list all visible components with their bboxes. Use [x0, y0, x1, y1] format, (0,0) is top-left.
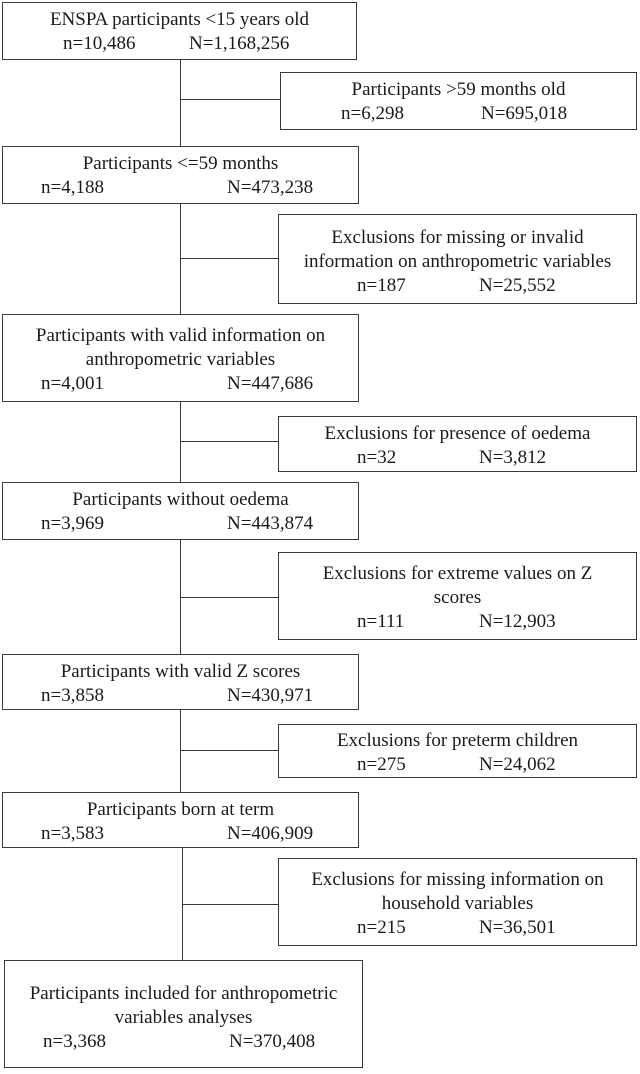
- count-N: N=370,408: [229, 1031, 316, 1052]
- box-title: information on anthropometric variables: [303, 251, 612, 272]
- box-title: Exclusions for missing or invalid: [331, 227, 584, 248]
- box-valid-z-scores: Participants with valid Z scores n=3,858…: [2, 654, 359, 710]
- count-N: N=430,971: [227, 685, 314, 706]
- connector-spine: [180, 204, 181, 314]
- count-n: n=3,858: [41, 685, 104, 706]
- count-N: N=447,686: [227, 373, 314, 394]
- box-title: Participants with valid Z scores: [60, 661, 301, 682]
- box-exclusion-preterm: Exclusions for preterm children n=275 N=…: [278, 724, 637, 778]
- box-exclusion-invalid-anthropometric: Exclusions for missing or invalid inform…: [278, 214, 637, 304]
- box-title: Participants <=59 months: [82, 153, 279, 174]
- connector-branch: [180, 750, 278, 751]
- count-N: N=12,903: [479, 611, 556, 632]
- count-N: N=25,552: [479, 275, 556, 296]
- count-N: N=695,018: [481, 103, 568, 124]
- box-title: Exclusions for missing information on: [311, 869, 604, 890]
- connector-branch: [180, 597, 278, 598]
- box-title: household variables: [381, 893, 534, 914]
- count-N: N=443,874: [227, 513, 314, 534]
- box-enspa-participants: ENSPA participants <15 years old n=10,48…: [2, 2, 357, 60]
- box-without-oedema: Participants without oedema n=3,969 N=44…: [2, 482, 359, 540]
- box-title: Participants with valid information on: [35, 325, 326, 346]
- box-title: ENSPA participants <15 years old: [49, 9, 310, 30]
- box-title: anthropometric variables: [85, 349, 276, 370]
- connector-branch: [182, 904, 278, 905]
- box-included-analyses: Participants included for anthropometric…: [4, 960, 363, 1068]
- box-exclusion-extreme-z: Exclusions for extreme values on Z score…: [278, 552, 637, 640]
- count-n: n=275: [357, 754, 406, 775]
- count-N: N=3,812: [479, 447, 547, 468]
- box-title: Participants born at term: [86, 799, 275, 820]
- box-title: Exclusions for extreme values on Z: [322, 563, 593, 584]
- box-exclusion-household: Exclusions for missing information on ho…: [278, 858, 637, 946]
- count-N: N=406,909: [227, 823, 314, 844]
- count-n: n=3,368: [43, 1031, 106, 1052]
- connector-branch: [180, 99, 280, 100]
- connector-branch: [180, 441, 278, 442]
- box-title: variables analyses: [114, 1007, 253, 1028]
- count-n: n=3,583: [41, 823, 104, 844]
- box-title: Participants without oedema: [72, 489, 289, 510]
- count-N: N=1,168,256: [189, 33, 290, 54]
- count-n: n=32: [357, 447, 397, 468]
- box-title: scores: [433, 587, 482, 608]
- box-title: Exclusions for presence of oedema: [324, 423, 591, 444]
- box-title: Participants >59 months old: [351, 79, 566, 100]
- box-born-at-term: Participants born at term n=3,583 N=406,…: [2, 792, 359, 848]
- count-N: N=24,062: [479, 754, 556, 775]
- box-title: Exclusions for preterm children: [336, 730, 579, 751]
- box-exclusion-oedema: Exclusions for presence of oedema n=32 N…: [278, 416, 637, 472]
- count-n: n=3,969: [41, 513, 104, 534]
- count-N: N=36,501: [479, 917, 556, 938]
- count-n: n=4,001: [41, 373, 104, 394]
- connector-spine: [180, 402, 181, 482]
- count-n: n=10,486: [63, 33, 136, 54]
- connector-spine: [180, 710, 181, 792]
- count-n: n=187: [357, 275, 406, 296]
- count-N: N=473,238: [227, 177, 314, 198]
- connector-spine: [180, 60, 181, 146]
- box-participants-59-months: Participants <=59 months n=4,188 N=473,2…: [2, 146, 359, 204]
- box-title: Participants included for anthropometric: [29, 983, 338, 1004]
- count-n: n=4,188: [41, 177, 104, 198]
- count-n: n=215: [357, 917, 406, 938]
- connector-branch: [180, 258, 278, 259]
- count-n: n=6,298: [341, 103, 404, 124]
- box-exclusion-over-59-months: Participants >59 months old n=6,298 N=69…: [280, 72, 637, 130]
- count-n: n=111: [357, 611, 405, 632]
- box-valid-anthropometric: Participants with valid information on a…: [2, 314, 359, 402]
